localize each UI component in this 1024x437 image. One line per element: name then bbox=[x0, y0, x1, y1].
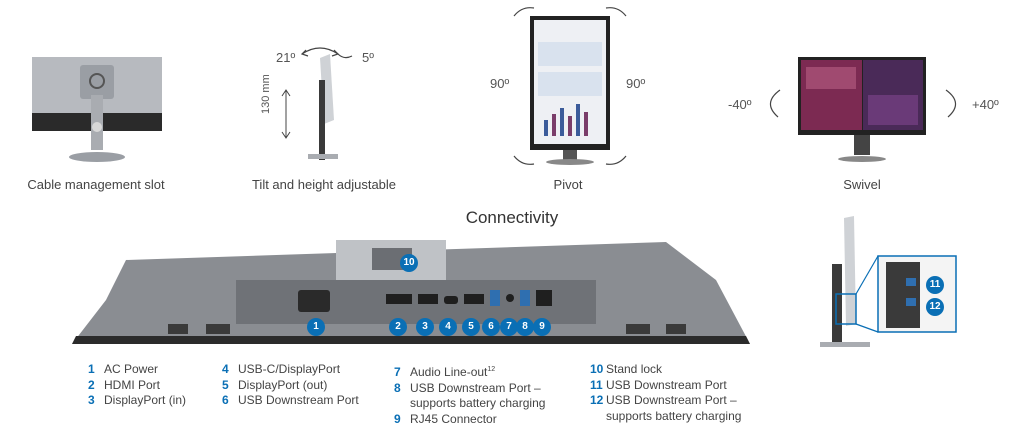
monitor-underside-illustration bbox=[72, 240, 750, 344]
legend-item-8-cont: supports battery charging bbox=[410, 396, 546, 410]
port-badge-5: 5 bbox=[462, 318, 480, 336]
port-badge-8: 8 bbox=[516, 318, 534, 336]
swivel-left-angle: -40º bbox=[728, 97, 752, 112]
port-badge-6: 6 bbox=[482, 318, 500, 336]
pivot-left-angle: 90º bbox=[490, 76, 510, 91]
port-badge-12: 12 bbox=[926, 298, 944, 316]
port-badge-11: 11 bbox=[926, 276, 944, 294]
port-badge-1: 1 bbox=[307, 318, 325, 336]
port-badge-2: 2 bbox=[389, 318, 407, 336]
caption-swivel: Swivel bbox=[843, 177, 881, 192]
caption-tilt-height: Tilt and height adjustable bbox=[251, 177, 397, 192]
cable-management-illustration bbox=[32, 57, 162, 162]
port-badge-3: 3 bbox=[416, 318, 434, 336]
port-badge-4: 4 bbox=[439, 318, 457, 336]
pivot-illustration bbox=[513, 7, 627, 165]
caption-pivot: Pivot bbox=[553, 177, 583, 192]
pivot-right-angle: 90º bbox=[626, 76, 646, 91]
port-badge-10: 10 bbox=[400, 254, 418, 272]
stand-side-illustration bbox=[820, 216, 957, 347]
port-badge-9: 9 bbox=[533, 318, 551, 336]
legend-item-12-cont: supports battery charging bbox=[606, 408, 742, 423]
swivel-right-angle: +40º bbox=[972, 97, 999, 112]
swivel-illustration bbox=[769, 57, 957, 162]
connectivity-title: Connectivity bbox=[465, 208, 559, 227]
tilt-back-angle: 21º bbox=[276, 50, 296, 65]
caption-cable-management: Cable management slot bbox=[27, 177, 165, 192]
port-badge-7: 7 bbox=[500, 318, 518, 336]
height-range: 130 mm bbox=[260, 74, 272, 114]
tilt-height-illustration bbox=[281, 47, 353, 160]
tilt-forward-angle: 5º bbox=[362, 50, 374, 65]
